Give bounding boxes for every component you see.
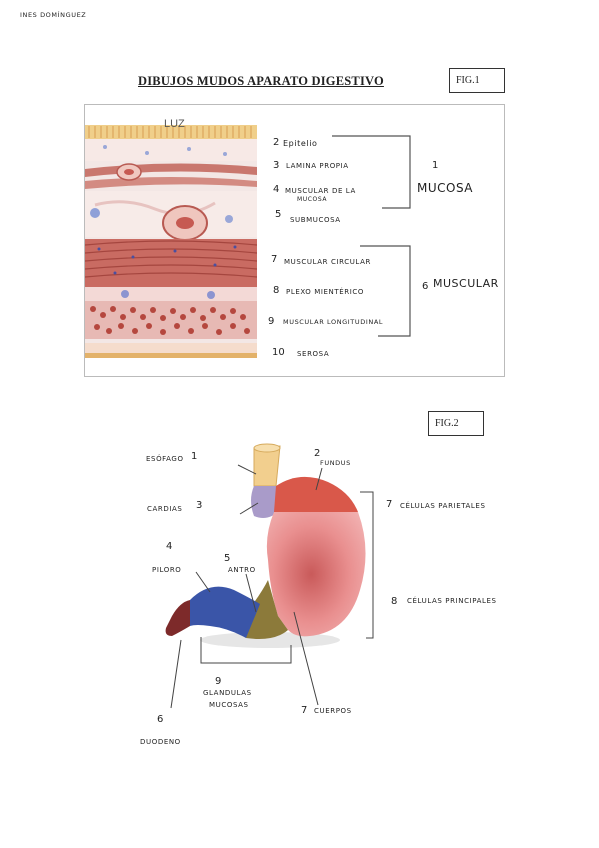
intestinal-wall-illustration (85, 105, 257, 376)
fig1-label-submucosa: SUBMUCOSA (290, 216, 341, 224)
fig1-num-5: 5 (275, 209, 282, 220)
fig1-group-muscular: MUSCULAR (433, 277, 499, 290)
fig1-label-muscular-de-la: MUSCULAR DE LA (285, 187, 356, 195)
fig2-num-1: 1 (191, 451, 198, 462)
fig2-label: FIG.2 (428, 411, 484, 436)
fig1-label-lamina-propia: LAMINA PROPIA (286, 162, 349, 170)
fig2-label-celulas-principales: CÉLULAS PRINCIPALES (407, 597, 497, 605)
page-title: DIBUJOS MUDOS APARATO DIGESTIVO (138, 74, 384, 88)
fig1-num-2: 2 (273, 137, 280, 148)
fig1-num-3: 3 (273, 160, 280, 171)
fig1-group-num-1: 1 (432, 160, 439, 171)
fig2-label-mucosas: MUCOSAS (209, 701, 249, 709)
fig2-num-7-cuerpos: 7 (301, 705, 308, 716)
stomach-illustration (165, 443, 366, 648)
fig2-label-cardias: CARDIAS (147, 505, 183, 513)
fig2-label-duodeno: DUODENO (140, 738, 181, 746)
author-name: INES DOMÍNGUEZ (20, 11, 87, 19)
fig2-label-glandulas: GLANDULAS (203, 689, 252, 697)
fig1-num-8: 8 (273, 285, 280, 296)
fig2-label-celulas-parietales: CÉLULAS PARIETALES (400, 502, 486, 510)
fig1-brackets (332, 135, 411, 337)
fig2-num-5: 5 (224, 553, 231, 564)
fig2-label-antro: ANTRO (228, 566, 256, 574)
fig1-group-mucosa: MUCOSA (417, 181, 474, 195)
fig2-label-cuerpos: CUERPOS (314, 707, 352, 715)
fig2-num-4: 4 (166, 541, 173, 552)
fig2-num-8: 8 (391, 596, 398, 607)
fig1-group-num-6: 6 (422, 281, 429, 292)
fig2-num-9: 9 (215, 676, 222, 687)
fig1-num-10: 10 (272, 347, 285, 358)
fig2-num-2: 2 (314, 448, 321, 459)
fig2-label-piloro: PILORO (152, 566, 182, 574)
fig1-num-9: 9 (268, 316, 275, 327)
fig2-num-7-parietales: 7 (386, 499, 393, 510)
lumen-label: LUZ (164, 118, 185, 130)
fig2-num-6: 6 (157, 714, 164, 725)
fig2-num-3: 3 (196, 500, 203, 511)
fig1-num-4: 4 (273, 184, 280, 195)
fig1-label-muscular-longitudinal: MUSCULAR LONGITUDINAL (283, 318, 384, 326)
fig1-label-mucosa-small: MUCOSA (297, 196, 328, 203)
fig2-label-fundus: FUNDUS (320, 459, 351, 467)
fig1-label-plexo-mienterico: PLEXO MIENTÉRICO (286, 288, 365, 296)
fig1-label-muscular-circular: MUSCULAR CIRCULAR (284, 258, 371, 266)
fig1-label-serosa: SEROSA (297, 350, 330, 358)
fig1-num-7: 7 (271, 254, 278, 265)
fig2-label-esofago: ESÓFAGO (146, 455, 184, 463)
fig1-label-epitelio: Epitelio (283, 139, 318, 148)
fig1-label: FIG.1 (449, 68, 505, 93)
